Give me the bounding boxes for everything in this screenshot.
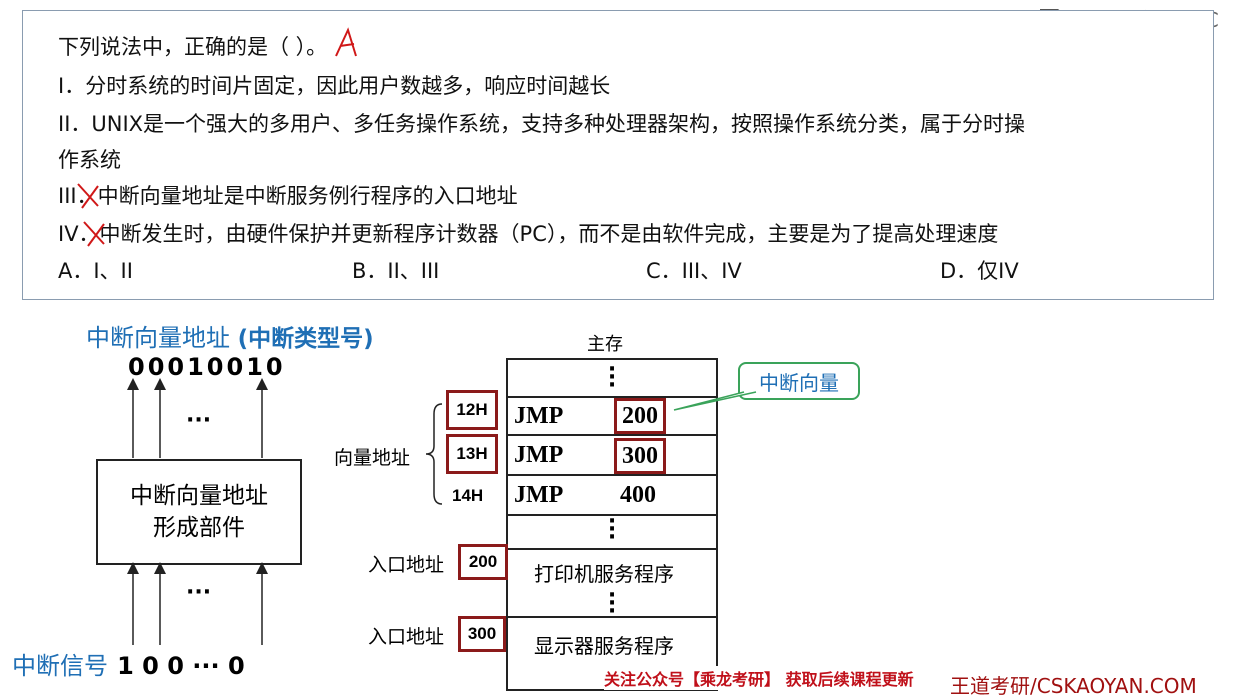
jump-target: 300 xyxy=(622,442,658,469)
program-label: 打印机服务程序 xyxy=(534,562,674,586)
handwritten-cross-mark xyxy=(83,221,105,247)
memory-cell-gap xyxy=(506,514,718,550)
vector-address-title-text: 中断向量地址 xyxy=(86,324,230,352)
jump-target: 400 xyxy=(620,482,656,508)
unit-label-line-1: 中断向量地址 xyxy=(130,483,268,509)
vertical-ellipsis-icon: ··· xyxy=(607,357,617,398)
signal-label: 中断信号 xyxy=(12,652,108,680)
option-d: D．仅IV xyxy=(940,259,1019,283)
entry-address-label: 入口地址 xyxy=(368,626,445,648)
memory-program-printer xyxy=(506,548,718,618)
vector-address: 13H xyxy=(456,444,488,463)
memory-row xyxy=(506,434,718,476)
question-item-4: IV．中断发生时，由硬件保护并更新程序计数器（PC），而不是由软件完成，主要是为… xyxy=(58,222,999,246)
entry-address: 200 xyxy=(468,552,498,571)
entry-address-box: 200 xyxy=(458,544,508,580)
vector-type-title: (中断类型号) xyxy=(237,326,374,352)
question-item-1: I．分时系统的时间片固定，因此用户数越多，响应时间越长 xyxy=(58,74,611,98)
entry-address: 300 xyxy=(467,624,497,643)
vector-address-unit: 中断向量地址 形成部件 xyxy=(96,459,302,565)
program-label: 显示器服务程序 xyxy=(534,634,674,658)
interrupt-signal: 中断信号 1 0 0 ··· 0 xyxy=(12,646,245,681)
jump-target-box: 300 xyxy=(614,438,666,474)
footer-notice: 关注公众号【乘龙考研】 获取后续课程更新 xyxy=(604,666,914,690)
unit-label-line-2: 形成部件 xyxy=(153,515,245,541)
option-a: A．I、II xyxy=(58,259,133,283)
vector-address-box: 12H xyxy=(446,390,498,430)
vector-address-title: 中断向量地址 (中断类型号) xyxy=(86,318,374,353)
jump-target: 200 xyxy=(622,402,658,429)
question-box xyxy=(22,10,1214,300)
vector-address: 12H xyxy=(456,400,488,419)
option-c: C．III、IV xyxy=(646,259,742,283)
vector-address-label: 向量地址 xyxy=(334,447,411,469)
question-stem: 下列说法中，正确的是（ ）。 xyxy=(58,35,328,59)
vertical-ellipsis-icon: ··· xyxy=(607,583,617,624)
top-ellipsis: ··· xyxy=(186,408,212,433)
callout-pointer xyxy=(673,391,757,411)
vertical-ellipsis-icon: ··· xyxy=(607,509,617,550)
brace-icon xyxy=(425,403,443,505)
signal-bits: 1 0 0 ··· 0 xyxy=(117,652,245,680)
question-item-2-cont: 作系统 xyxy=(58,148,121,172)
vector-bits: 00010010 xyxy=(128,353,286,381)
vector-address-box: 13H xyxy=(446,434,498,474)
row-op: JMP xyxy=(514,482,564,508)
memory-title: 主存 xyxy=(587,334,623,355)
row-op: JMP xyxy=(514,442,564,468)
question-item-2: II．UNIX是一个强大的多用户、多任务操作系统，支持多种处理器架构，按照操作系… xyxy=(58,112,1026,136)
bottom-ellipsis: ··· xyxy=(186,580,212,605)
footer-site: 王道考研/CSKAOYAN.COM xyxy=(950,674,1197,698)
vector-address: 14H xyxy=(452,486,484,505)
arrow-lines xyxy=(127,378,268,645)
entry-address-box: 300 xyxy=(458,616,506,652)
row-op: JMP xyxy=(514,403,564,429)
interrupt-vector-callout: 中断向量 xyxy=(738,362,860,400)
entry-address-label: 入口地址 xyxy=(368,554,445,576)
handwritten-answer-mark xyxy=(335,27,357,57)
question-item-3: III．中断向量地址是中断服务例行程序的入口地址 xyxy=(58,184,518,208)
jump-target-box: 200 xyxy=(614,398,666,434)
memory-row xyxy=(506,396,718,436)
option-b: B．II、III xyxy=(352,259,440,283)
handwritten-cross-mark xyxy=(77,183,99,209)
